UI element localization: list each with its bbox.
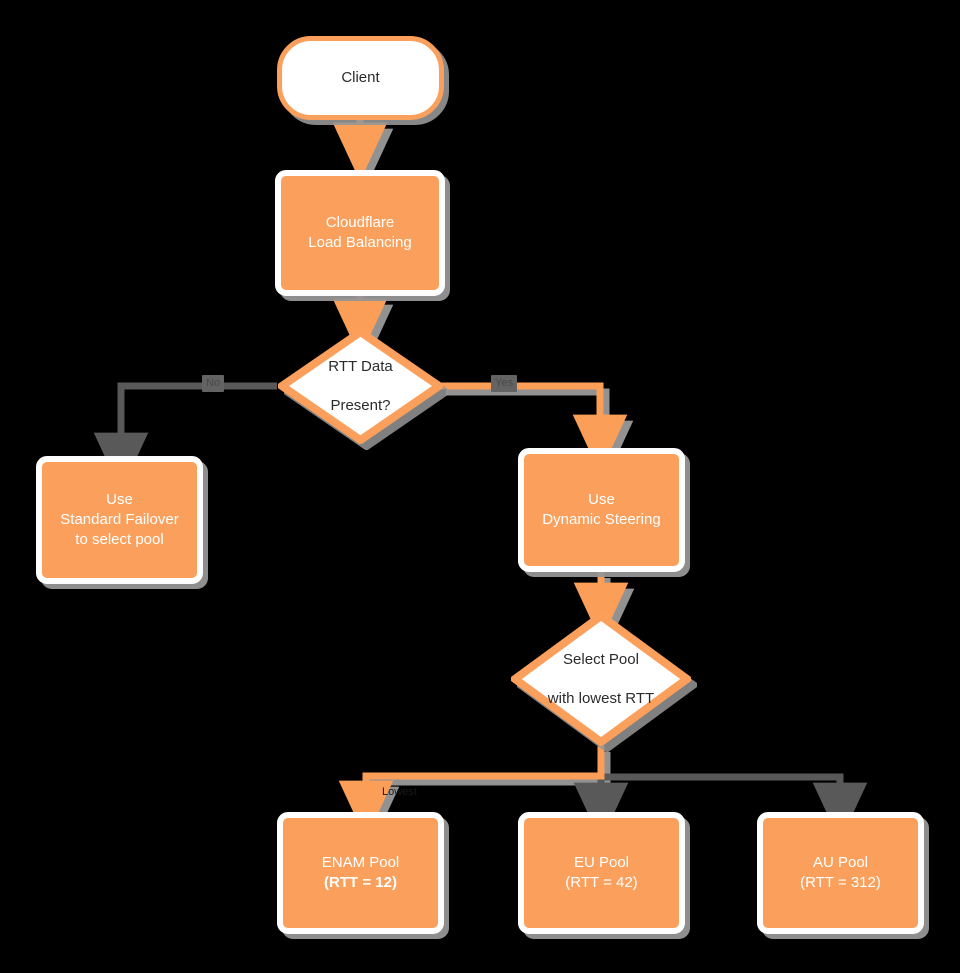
- node-standard-failover-line3: to select pool: [75, 530, 164, 548]
- node-client-label: Client: [341, 69, 380, 87]
- edge-label-select-to-enam: Lowest: [382, 786, 417, 798]
- edge-label-rtt-yes: Yes: [491, 375, 517, 392]
- edge-select-to-au: [601, 773, 868, 842]
- node-enam-pool-line2: (RTT = 12): [324, 874, 397, 891]
- node-standard-failover-line1: Use: [106, 491, 133, 509]
- node-au-pool[interactable]: AU Pool (RTT = 312): [757, 812, 924, 934]
- node-select-pool-line2: with lowest RTT: [547, 689, 655, 707]
- node-standard-failover[interactable]: Use Standard Failover to select pool: [36, 456, 203, 584]
- node-au-pool-line2: (RTT = 312): [800, 874, 881, 891]
- edge-rtt-no: [93, 382, 277, 492]
- node-dynamic-steering[interactable]: Use Dynamic Steering: [518, 448, 685, 572]
- node-rtt-decision[interactable]: RTT Data Present?: [278, 328, 443, 444]
- node-select-pool[interactable]: Select Pool with lowest RTT: [511, 612, 691, 746]
- edge-label-rtt-no: No: [202, 375, 225, 392]
- node-au-pool-line1: AU Pool: [812, 854, 868, 872]
- node-select-pool-line1: Select Pool: [563, 650, 639, 668]
- node-client[interactable]: Client: [277, 36, 444, 120]
- diamond-shape-select-pool: [511, 612, 691, 746]
- node-eu-pool-line1: EU Pool: [573, 854, 629, 872]
- node-load-balancing-line1: Cloudflare: [325, 214, 395, 232]
- node-load-balancing-line2: Load Balancing: [308, 234, 412, 251]
- diamond-shape-rtt: [278, 328, 443, 444]
- node-load-balancing[interactable]: Cloudflare Load Balancing: [275, 170, 445, 296]
- node-standard-failover-line2: Standard Failover: [60, 511, 179, 529]
- node-rtt-decision-line2: Present?: [330, 396, 391, 414]
- node-enam-pool-line1: ENAM Pool: [321, 854, 400, 872]
- node-rtt-decision-line1: RTT Data: [328, 357, 393, 375]
- node-dynamic-steering-line2: Dynamic Steering: [542, 511, 661, 528]
- node-eu-pool[interactable]: EU Pool (RTT = 42): [518, 812, 685, 934]
- node-dynamic-steering-line1: Use: [588, 491, 615, 509]
- node-enam-pool[interactable]: ENAM Pool (RTT = 12): [277, 812, 444, 934]
- node-eu-pool-line2: (RTT = 42): [565, 874, 638, 891]
- edge-select-to-enam: [338, 746, 605, 840]
